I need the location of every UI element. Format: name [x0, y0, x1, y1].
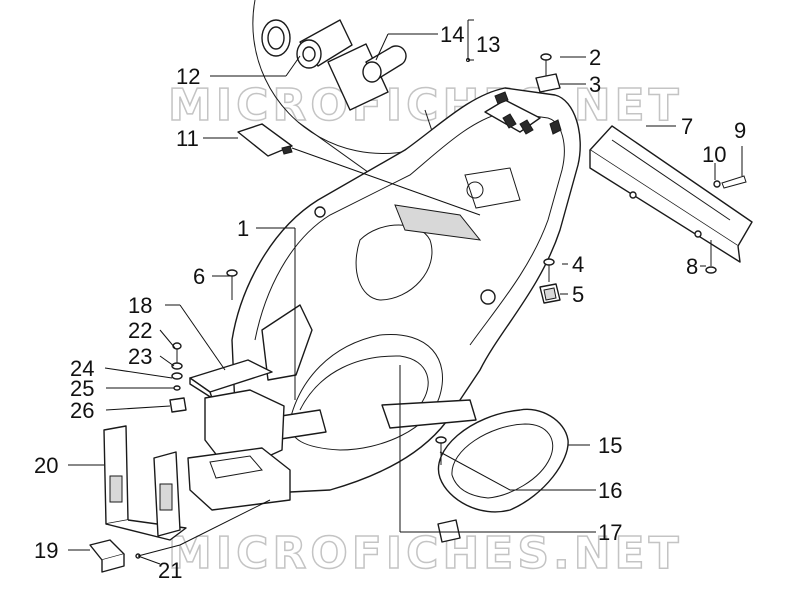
callout-7: 7 — [681, 114, 693, 139]
callout-3: 3 — [589, 72, 601, 97]
washer-23 — [171, 362, 183, 370]
callout-22: 22 — [128, 318, 152, 343]
watermark-top: MICROFICHES.NET — [168, 80, 683, 131]
callout-21: 21 — [158, 558, 182, 583]
screw-8 — [705, 240, 717, 274]
helmet-compartment-tub — [231, 87, 581, 493]
callout-5: 5 — [572, 282, 584, 307]
battery-box — [187, 389, 291, 511]
callout-10: 10 — [702, 142, 726, 167]
washer-24 — [171, 372, 183, 380]
clip-26 — [169, 397, 187, 413]
callout-13: 13 — [476, 32, 500, 57]
callout-1: 1 — [237, 216, 249, 241]
clip-3 — [535, 73, 561, 93]
callout-23: 23 — [128, 344, 152, 369]
callout-9: 9 — [734, 118, 746, 143]
cover-pad-11 — [237, 123, 293, 157]
callout-6: 6 — [193, 264, 205, 289]
lid-tray-15 — [437, 408, 569, 513]
callout-11: 11 — [176, 126, 199, 151]
fuse-holder-part — [327, 43, 407, 111]
callout-2: 2 — [589, 45, 601, 70]
callout-16: 16 — [598, 478, 622, 503]
callout-26: 26 — [70, 398, 94, 423]
socket-connector-part — [261, 19, 353, 69]
clip-17 — [437, 519, 461, 543]
bracket-rail-7 — [589, 125, 753, 263]
spring-clip-9 — [721, 175, 747, 189]
callout-20: 20 — [34, 453, 58, 478]
battery-holder-20 — [103, 425, 187, 541]
callout-18: 18 — [128, 293, 152, 318]
callout-24: 24 — [70, 356, 94, 381]
nut-5 — [539, 283, 561, 304]
watermark-bottom: MICROFICHES.NET — [168, 528, 683, 579]
clamp-19 — [89, 539, 125, 573]
callout-8: 8 — [686, 254, 698, 279]
callout-25: 25 — [70, 376, 94, 401]
callout-4: 4 — [572, 252, 584, 277]
callout-12: 12 — [176, 64, 200, 89]
screw-2 — [540, 53, 552, 78]
screw-16 — [435, 436, 447, 465]
callout-labels: 1 2 3 4 5 6 7 8 9 10 11 12 13 14 15 16 1… — [34, 22, 746, 583]
callout-14: 14 — [440, 22, 464, 47]
washer-10 — [713, 180, 721, 188]
spring-25 — [173, 385, 181, 391]
callout-15: 15 — [598, 433, 622, 458]
cover-18 — [189, 359, 273, 399]
leader-lines — [68, 19, 743, 565]
screw-4 — [543, 258, 555, 282]
callout-17: 17 — [598, 520, 622, 545]
screw-6 — [226, 269, 238, 300]
callout-19: 19 — [34, 538, 58, 563]
